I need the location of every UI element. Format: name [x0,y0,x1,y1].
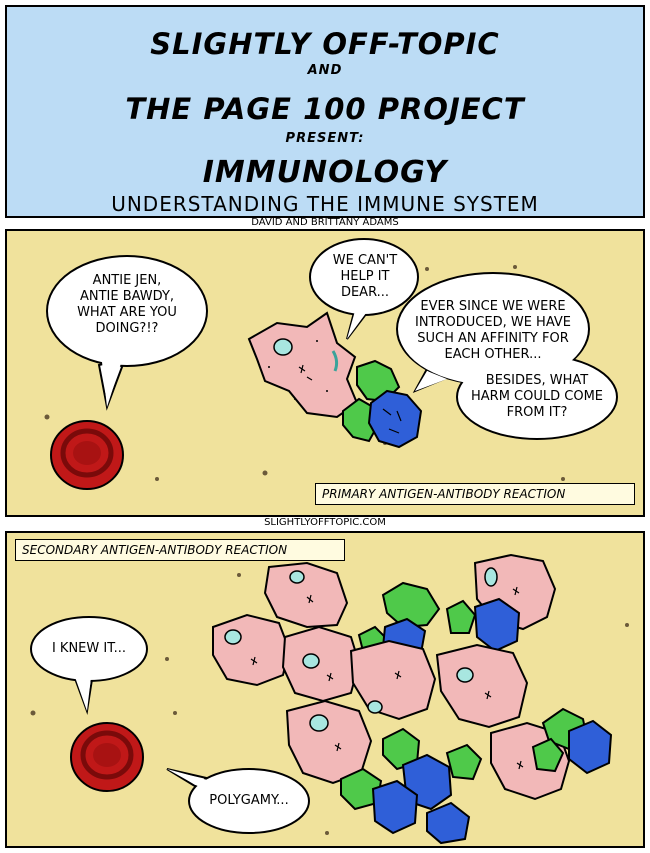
comic-panel-2: SECONDARY ANTIGEN-ANTIBODY REACTION I KN… [5,531,645,848]
bubble-line: ANTIE BAWDY, [79,289,175,304]
bubble-line: DEAR... [340,285,390,300]
bubble-line: SUCH AN AFFINITY FOR [417,331,569,346]
red-blood-cell-1 [50,420,124,490]
author-credit: DAVID AND BRITTANY ADAMS [251,217,399,228]
blue-antigen-2b [371,719,613,845]
pink-cell-2c [212,613,291,687]
bubble-line: INTRODUCED, WE HAVE [415,315,571,330]
bubble-line: BESIDES, WHAT [485,373,589,388]
pink-cell-2a [263,561,349,629]
caption-secondary: SECONDARY ANTIGEN-ANTIBODY REACTION [15,539,345,561]
speech-bubble-knew [30,616,148,715]
pink-cell-2e [349,639,437,721]
panel-1-art [44,238,618,490]
bubble-line: HELP IT [340,269,390,284]
bubble-line: HARM COULD COME [471,389,603,404]
title-line-3: THE PAGE 100 PROJECT [125,92,525,126]
bubble-line: EACH OTHER... [444,347,542,362]
bubble-line: WE CAN'T [332,253,398,268]
blue-antigen-1 [367,389,423,449]
pink-cell-2f [435,643,529,729]
site-credit: SLIGHTLYOFFTOPIC.COM [264,517,386,528]
bubble-line: WHAT ARE YOU [77,305,177,320]
bubble-line: ANTIE JEN, [92,273,162,288]
pink-cell-2d [281,625,361,703]
bubble-polygamy-text: POLYGAMY... [209,793,289,808]
speech-bubble-dear [309,238,419,340]
title-main: IMMUNOLOGY [202,155,448,190]
pink-cell-1 [247,311,359,419]
title-panel: SLIGHTLY OFF-TOPIC AND THE PAGE 100 PROJ… [5,5,645,218]
bubble-red-cell-text: ANTIE JEN, ANTIE BAWDY, WHAT ARE YOU DOI… [57,273,197,337]
speech-bubble-affinity [396,272,618,440]
bubble-affinity-text: EVER SINCE WE WERE INTRODUCED, WE HAVE S… [407,299,579,363]
bubble-knew-text: I KNEW IT... [51,641,127,656]
bubble-line: DOING?!? [95,321,159,336]
bubble-line: EVER SINCE WE WERE [420,299,566,314]
title-line-1: SLIGHTLY OFF-TOPIC [150,27,500,61]
caption-primary: PRIMARY ANTIGEN-ANTIBODY REACTION [315,483,635,505]
speck-group [44,265,565,481]
title-line-4: PRESENT: [285,131,365,146]
comic-panel-1: ANTIE JEN, ANTIE BAWDY, WHAT ARE YOU DOI… [5,229,645,517]
speck-group [30,573,629,835]
speech-bubble-red-cell [46,255,208,411]
bubble-harm-text: BESIDES, WHAT HARM COULD COME FROM IT? [469,373,605,421]
bubble-line: FROM IT? [506,405,568,420]
speech-bubble-polygamy [166,768,310,834]
bubble-dear-text: WE CAN'T HELP IT DEAR... [315,253,415,301]
red-blood-cell-2 [70,722,144,792]
title-line-2: AND [307,63,343,78]
title-subtitle: UNDERSTANDING THE IMMUNE SYSTEM [111,192,539,216]
panel-2-art [30,553,629,845]
